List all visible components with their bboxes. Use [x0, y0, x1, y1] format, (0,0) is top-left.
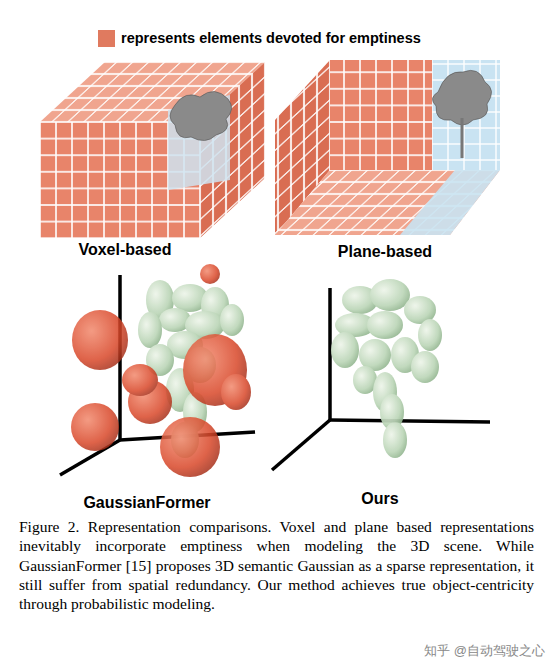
- legend-text: represents elements devoted for emptines…: [121, 30, 421, 46]
- legend-swatch: [98, 30, 115, 47]
- figure-caption: Figure 2. Representation comparisons. Vo…: [19, 517, 534, 613]
- panel-title: Voxel-based: [78, 241, 171, 259]
- watermark: 知乎 @自动驾驶之心: [424, 642, 545, 660]
- panel-title: GaussianFormer: [83, 494, 210, 512]
- panel-title: Ours: [361, 490, 398, 508]
- panel-title: Plane-based: [338, 243, 432, 261]
